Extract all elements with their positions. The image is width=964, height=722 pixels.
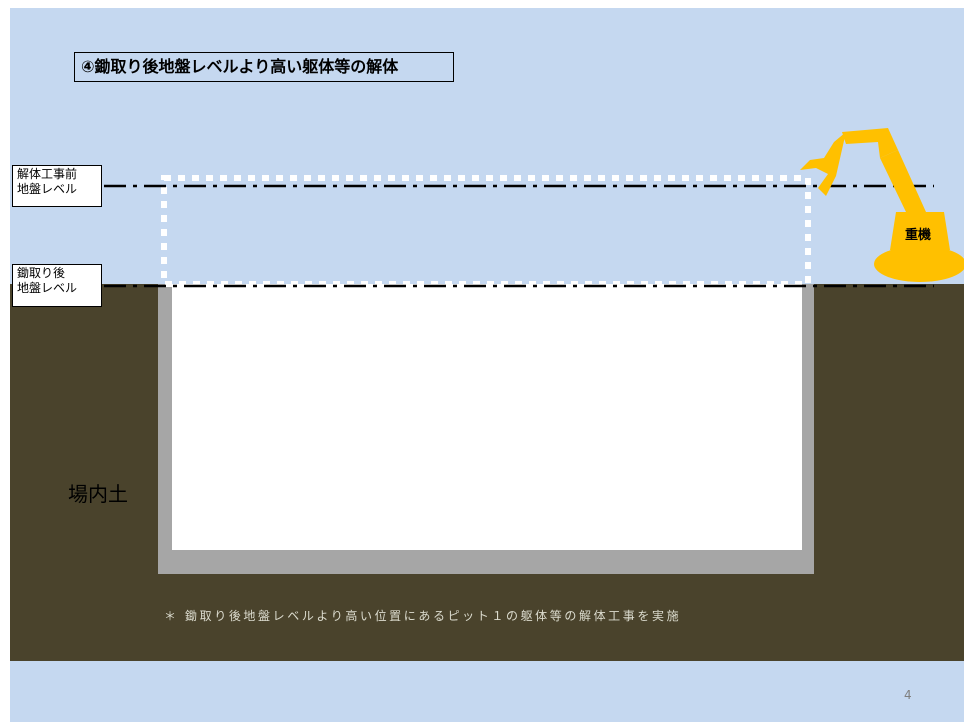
level-label-after: 鋤取り後 地盤レベル (12, 264, 102, 307)
level-label-before-line1: 解体工事前 (17, 167, 78, 181)
heavy-machine-icon (800, 128, 964, 282)
level-label-after-line2: 地盤レベル (17, 281, 78, 295)
removed-structure-outline (161, 175, 811, 287)
page-number: 4 (904, 688, 912, 702)
level-label-after-line1: 鋤取り後 (17, 266, 66, 280)
level-label-before-line2: 地盤レベル (17, 182, 78, 196)
footnote: ＊ 鋤取り後地盤レベルより高い位置にあるピット１の躯体等の解体工事を実施 (164, 609, 682, 623)
page-title: ④鋤取り後地盤レベルより高い躯体等の解体 (74, 52, 454, 82)
level-label-before: 解体工事前 地盤レベル (12, 165, 102, 207)
machine-label: 重機 (905, 228, 932, 243)
soil-label: 場内土 (68, 482, 128, 506)
pit-interior (172, 284, 802, 550)
